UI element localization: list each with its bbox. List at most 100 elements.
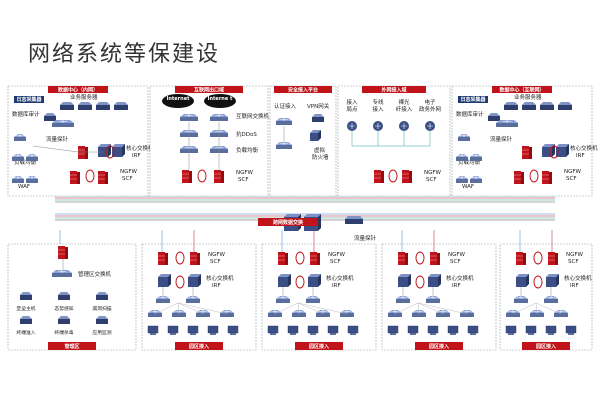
firewall-icon — [310, 252, 320, 265]
label: 业务服务器 — [514, 93, 542, 101]
firewall-body — [278, 252, 285, 265]
label: 接入 — [372, 105, 384, 113]
server-top — [114, 102, 128, 105]
pc-icon — [427, 325, 439, 335]
switch-icon — [456, 154, 468, 161]
pc-icon — [187, 325, 199, 335]
label: SCF — [330, 259, 341, 265]
switch-body — [210, 117, 228, 121]
zone-footer: 园区接入 — [309, 343, 329, 350]
switch-arrows — [280, 142, 288, 145]
label: 抗DDoS — [236, 130, 257, 138]
firewall-icon — [190, 252, 200, 265]
cube-top — [428, 274, 441, 277]
switch-icon — [456, 176, 468, 183]
server-top — [78, 102, 92, 105]
traffic-probe-label: 流量探针 — [354, 234, 377, 242]
cube-front — [516, 277, 526, 287]
switch-body — [340, 313, 354, 317]
label: 管理区交换机 — [78, 270, 112, 278]
zone-footer-bar — [522, 342, 570, 350]
pc-icon — [387, 325, 399, 335]
switch-icon — [210, 114, 228, 121]
link-line — [297, 302, 324, 315]
switch-body — [456, 157, 468, 161]
pc-icon — [307, 325, 319, 335]
label: VPN网关 — [307, 102, 330, 110]
server-top — [60, 102, 74, 105]
cube-top — [308, 274, 321, 277]
pc-icon — [287, 325, 299, 335]
server-icon — [78, 102, 92, 110]
server-body — [504, 105, 518, 110]
access-switch-icon — [220, 310, 234, 317]
firewall-icon — [182, 170, 192, 183]
router-arrows — [427, 123, 433, 129]
switch-body — [388, 313, 402, 317]
pc-stand — [430, 333, 436, 335]
irf-ring — [549, 145, 559, 159]
switch-body — [26, 179, 38, 183]
switch-arrows — [279, 296, 287, 299]
firewall-body — [70, 171, 77, 184]
core-switch-icon — [398, 274, 411, 287]
cube-side — [318, 214, 321, 231]
page-title: 网络系统等保建设 — [28, 42, 221, 67]
zone-footer-bar — [295, 342, 343, 350]
switch-arrows — [429, 296, 437, 299]
server-top — [58, 316, 70, 319]
vpn-gateway-icon — [312, 114, 324, 122]
zone-header-bar — [48, 86, 108, 93]
switch-body — [268, 313, 282, 317]
cube-top — [556, 144, 569, 147]
link-line — [394, 302, 419, 315]
irf-ring — [197, 169, 207, 183]
irf-ring — [388, 169, 398, 183]
server-body — [44, 116, 56, 121]
server-icon — [96, 292, 108, 300]
label: 负载均衡 — [458, 158, 481, 166]
pc-stand — [410, 333, 416, 335]
server-top — [540, 102, 554, 105]
label: 局点 — [346, 106, 358, 113]
switch-body — [470, 157, 482, 161]
switch-icon — [514, 296, 528, 303]
switch-arrows — [343, 310, 351, 313]
label: 认证接入 — [274, 102, 297, 110]
pc-stand — [350, 333, 356, 335]
pc-stand — [290, 333, 296, 335]
cube-side — [438, 274, 441, 287]
switch-icon — [470, 176, 482, 183]
label: 终端杀毒 — [54, 329, 73, 336]
label: 数据库审计 — [456, 110, 484, 118]
server-body — [522, 105, 536, 110]
server-body — [96, 105, 110, 110]
firewall-side — [555, 253, 558, 265]
router-arrows — [375, 123, 381, 129]
switch-arrows — [517, 296, 525, 299]
label: IRF — [570, 283, 579, 289]
cube-top — [304, 214, 321, 217]
cube-front — [308, 277, 318, 287]
server-top — [20, 292, 32, 295]
zone-header-bar — [274, 86, 332, 93]
server-top — [558, 102, 572, 105]
label: 堡垒主机 — [16, 305, 35, 312]
switch-body — [172, 313, 186, 317]
access-switch-icon — [172, 310, 186, 317]
server-top — [504, 102, 518, 105]
server-icon — [58, 316, 70, 324]
pc-screen — [505, 325, 517, 334]
mgmt-switch-icon — [52, 270, 72, 277]
irf-ring — [175, 275, 185, 289]
cross-switch-label-bg — [258, 218, 318, 226]
switch-arrows — [472, 176, 480, 179]
cube-side — [552, 144, 555, 157]
firewall-lines — [398, 255, 405, 261]
pc-stand — [170, 333, 176, 335]
zone-secure-access — [269, 85, 337, 197]
switch-body — [276, 145, 292, 149]
pc-stand — [568, 333, 574, 335]
pc-icon — [147, 325, 159, 335]
